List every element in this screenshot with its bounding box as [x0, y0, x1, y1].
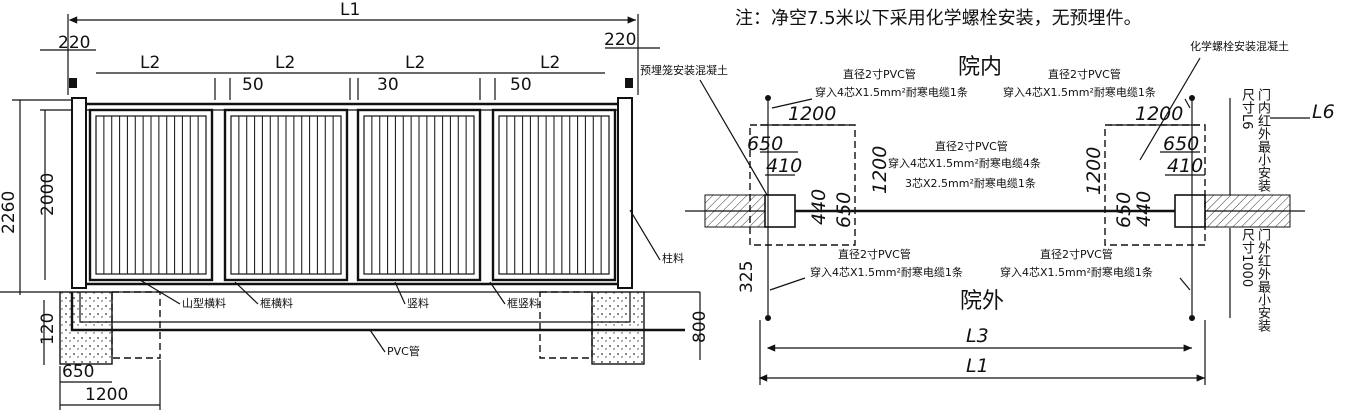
pvc-mid-3: 3芯X2.5mm²耐寒电缆1条	[905, 176, 1036, 190]
label-zhu-liao: 柱料	[662, 251, 684, 265]
plan-dim-650-right: 650	[1163, 133, 1199, 155]
label-2000: 2000	[38, 173, 58, 216]
label-yuan-nei: 院内	[958, 55, 1002, 80]
label-chem-bolt: 化学螺栓安装混凝土	[1190, 39, 1289, 53]
label-l2-1: L2	[140, 53, 160, 73]
pvc-mid-1: 直径2寸PVC管	[935, 139, 1008, 153]
plan-dim-1200-v-left: 1200	[869, 146, 891, 194]
foundation-left-dashed	[111, 291, 161, 359]
label-v-outer-min: 门外红外最小安装尺寸1000	[1239, 228, 1270, 332]
vertical-bars	[103, 116, 602, 274]
label-120: 120	[38, 313, 58, 345]
note-text: 注：净空7.5米以下采用化学螺栓安装，无预埋件。	[735, 8, 1142, 29]
pvc-bot-right-2: 穿入4芯X1.5mm²耐寒电缆1条	[1000, 265, 1153, 279]
label-220-left: 220	[58, 33, 90, 53]
pvc-mid-2: 穿入4芯X1.5mm²耐寒电缆4条	[888, 156, 1041, 170]
plan-dim-650-v-left: 650	[833, 192, 855, 228]
plan-dim-1200-right: 1200	[1135, 103, 1183, 125]
pvc-bot-right-1: 直径2寸PVC管	[1040, 247, 1113, 261]
plan-foundation-left	[764, 194, 796, 228]
post-left	[71, 97, 87, 289]
pvc-top-right-2: 穿入4芯X1.5mm²耐寒电缆1条	[1003, 85, 1156, 99]
label-gap-50-right: 50	[510, 75, 532, 95]
label-yuan-wai: 院外	[960, 289, 1004, 314]
plan-dim-1200-v-right: 1200	[1083, 147, 1105, 195]
label-l2-3: L2	[405, 53, 425, 73]
plan-dim-410-left: 410	[766, 155, 802, 177]
plan-dim-410-right: 410	[1167, 155, 1203, 177]
label-kuang-heng-liao: 框横料	[260, 296, 293, 310]
label-embedded-cage: 预埋笼安装混凝土	[640, 63, 728, 77]
post-cap-left	[69, 78, 77, 88]
label-kuang-shu-liao: 框竖料	[507, 296, 540, 310]
pvc-pipe	[70, 292, 685, 332]
pvc-top-right-1: 直径2寸PVC管	[1048, 67, 1121, 81]
plan-dim-440-left: 440	[808, 189, 830, 225]
plan-foundation-right	[1174, 194, 1206, 228]
label-l2-2: L2	[275, 53, 295, 73]
plan-dim-440-right: 440	[1133, 191, 1155, 227]
label-gap-50-left: 50	[242, 75, 264, 95]
label-800: 800	[690, 311, 710, 343]
label-2260: 2260	[0, 191, 19, 234]
front-elevation: L1 220 220 L2 L2 L2 L2 50 30 50 2260 200…	[0, 0, 710, 410]
label-pvc-pipe: PVC管	[387, 344, 420, 358]
label-shu-liao: 竖料	[407, 296, 429, 310]
label-l1-plan: L1	[966, 355, 989, 377]
plan-dim-650-v-right: 650	[1113, 192, 1135, 228]
plan-dim-650-left: 650	[747, 133, 783, 155]
label-gap-30: 30	[377, 75, 399, 95]
label-650-foot: 650	[62, 362, 94, 382]
plan-dim-1200-left: 1200	[788, 103, 836, 125]
post-right	[617, 97, 633, 289]
label-1200-foot: 1200	[85, 385, 128, 405]
post-cap-right	[625, 78, 633, 88]
foundation-right-dashed	[539, 291, 593, 359]
foundation-left	[59, 291, 113, 365]
pvc-top-left-2: 穿入4芯X1.5mm²耐寒电缆1条	[815, 85, 968, 99]
label-l2-4: L2	[540, 53, 560, 73]
pvc-bot-left-1: 直径2寸PVC管	[838, 247, 911, 261]
label-shan-xing-heng-liao: 山型横料	[182, 296, 226, 310]
label-v-inner-min: 门内红外最小安装尺寸L6	[1239, 88, 1270, 192]
plan-view: 注：净空7.5米以下采用化学螺栓安装，无预埋件。 院内 院外 预埋笼安装混凝土 …	[640, 8, 1335, 385]
plan-dim-325: 325	[737, 261, 757, 293]
label-l6: L6	[1312, 101, 1335, 123]
plan-dashed-box-left	[749, 124, 856, 246]
label-220-right: 220	[604, 30, 636, 50]
pvc-top-left-1: 直径2寸PVC管	[843, 67, 916, 81]
pvc-bot-left-2: 穿入4芯X1.5mm²耐寒电缆1条	[810, 265, 963, 279]
label-l3: L3	[966, 325, 989, 347]
label-l1: L1	[340, 0, 360, 20]
foundation-right	[591, 291, 645, 365]
